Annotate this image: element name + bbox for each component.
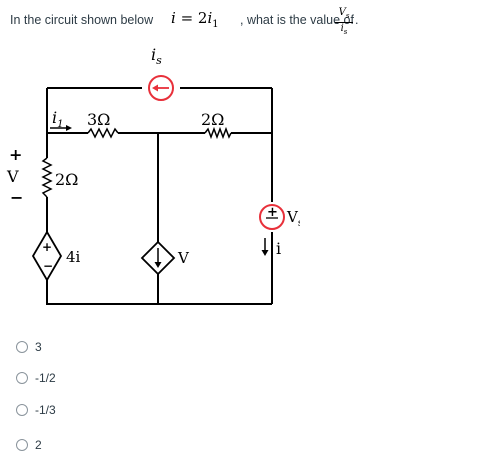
- equation-var: i: [207, 9, 213, 27]
- label-is: is: [151, 45, 162, 67]
- question-text-prefix: In the circuit shown below: [10, 13, 154, 27]
- label-3ohm: 3Ω: [87, 110, 110, 129]
- i-arrow: [261, 238, 269, 256]
- radio-button[interactable]: [16, 341, 28, 353]
- circuit-diagram: is i1 3Ω 2Ω 2Ω + V − + − 4i V + Vs i: [6, 45, 300, 305]
- question-text-end: .: [355, 13, 359, 27]
- label-dep-plus: +: [42, 240, 52, 254]
- equation: i = 2i1: [171, 9, 219, 30]
- wire-bottom: [46, 280, 272, 305]
- radio-button[interactable]: [16, 439, 28, 451]
- option-3[interactable]: -1/3: [16, 399, 56, 421]
- label-minus: −: [10, 188, 23, 207]
- label-vs-plus: +: [267, 205, 278, 220]
- label-plus: +: [9, 145, 22, 164]
- label-dep-minus: −: [43, 259, 53, 273]
- option-label: 3: [35, 340, 42, 354]
- question-prompt: In the circuit shown below i = 2i1 , wha…: [10, 6, 490, 36]
- ratio-numerator: Vs: [335, 7, 353, 23]
- source-is: [148, 75, 174, 101]
- equation-lhs: i: [171, 9, 176, 27]
- label-current-source-v: V: [177, 249, 190, 267]
- radio-button[interactable]: [16, 404, 28, 416]
- equation-sub: 1: [212, 19, 219, 30]
- label-4i: 4i: [66, 248, 81, 266]
- radio-button[interactable]: [16, 372, 28, 384]
- circuit-wires: [46, 87, 273, 305]
- i1-arrow: [50, 125, 72, 131]
- question-text-middle: , what is the value of: [240, 13, 354, 27]
- option-4[interactable]: 2: [16, 434, 42, 456]
- label-2ohm-right: 2Ω: [201, 110, 224, 129]
- resistor-3ohm: [87, 127, 119, 139]
- ratio-fraction: Vs is: [335, 7, 353, 38]
- equation-eq: = 2: [175, 9, 208, 27]
- dependent-current-source: [140, 240, 176, 276]
- option-2[interactable]: -1/2: [16, 367, 56, 389]
- option-label: -1/3: [35, 403, 56, 417]
- resistor-2ohm-left: [41, 157, 53, 198]
- label-v: V: [6, 167, 19, 186]
- source-vs: [259, 204, 285, 230]
- option-label: 2: [35, 438, 42, 452]
- label-2ohm-left: 2Ω: [55, 170, 78, 189]
- dependent-voltage-source: [31, 230, 63, 282]
- option-1[interactable]: 3: [16, 336, 42, 358]
- label-i1: i1: [52, 108, 64, 130]
- label-i: i: [276, 239, 281, 258]
- label-vs: Vs: [286, 208, 300, 229]
- ratio-denominator: is: [340, 23, 348, 36]
- resistor-2ohm-right: [204, 126, 232, 140]
- option-label: -1/2: [35, 371, 56, 385]
